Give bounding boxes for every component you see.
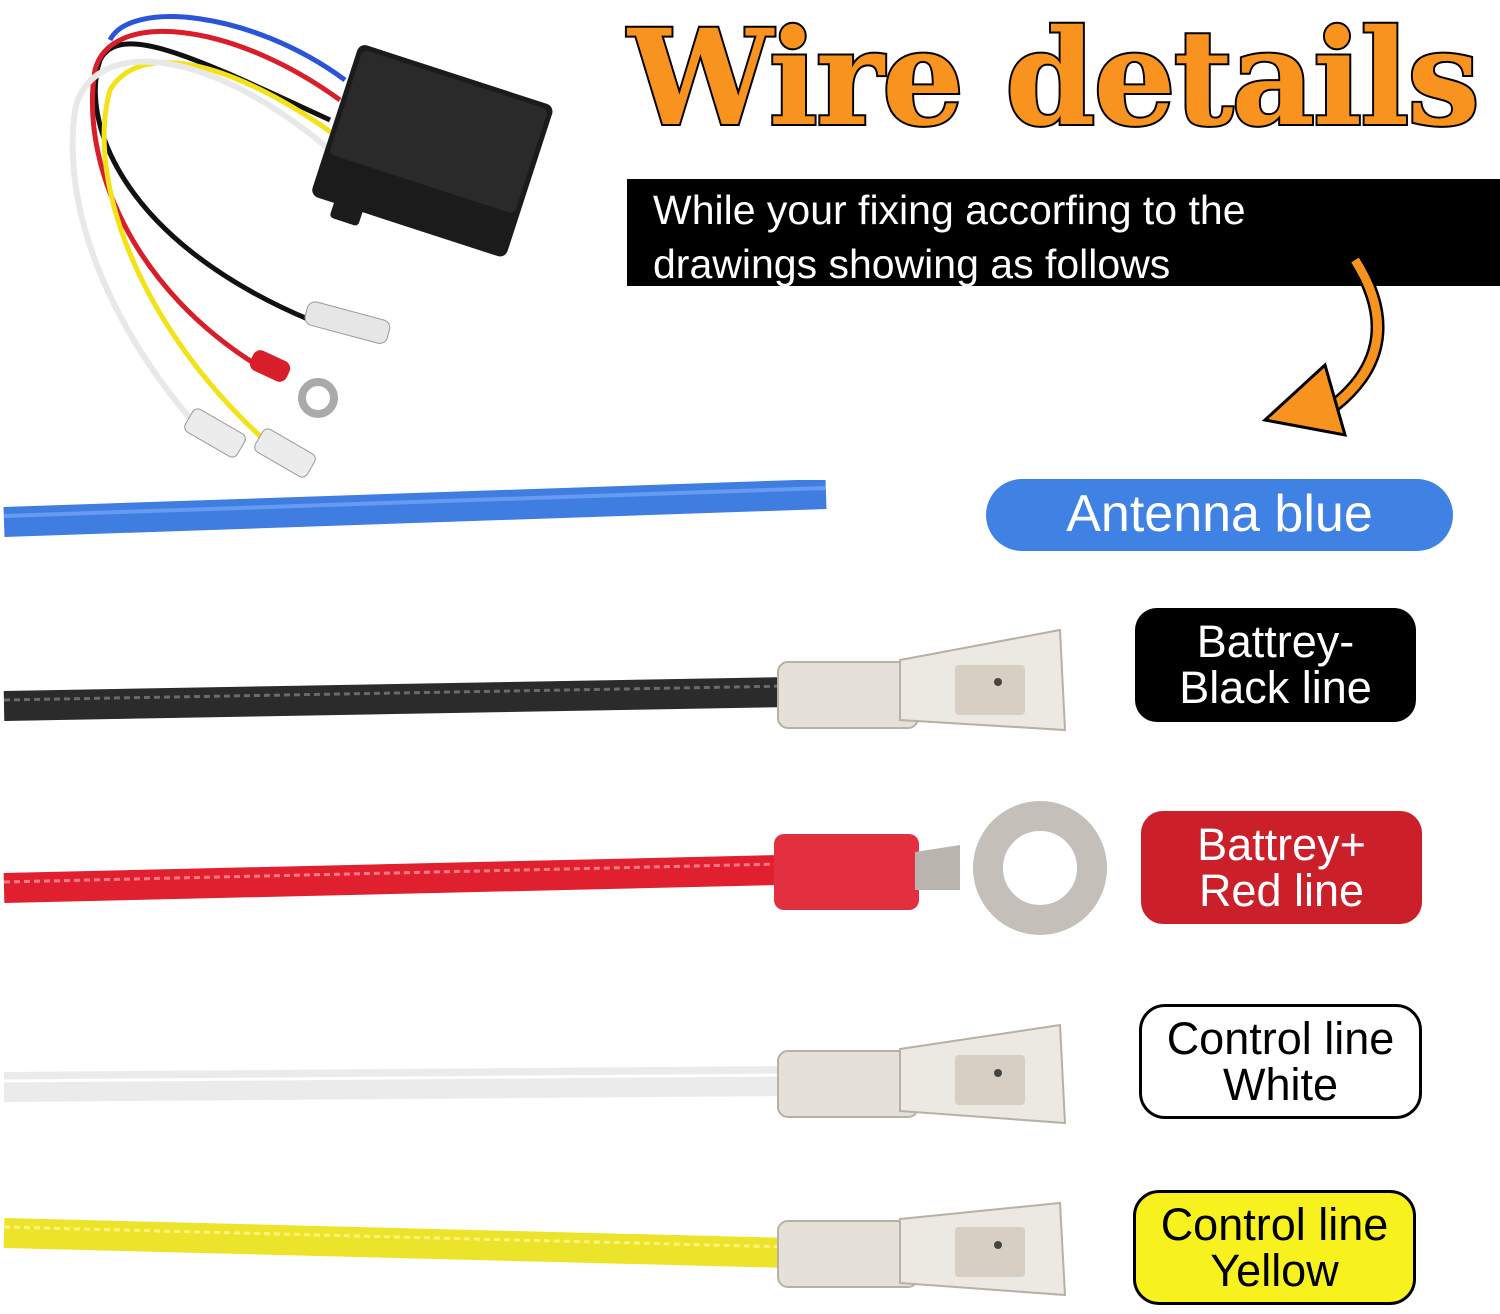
antenna-wire-image — [3, 480, 827, 537]
label-antenna-blue: Antenna blue — [986, 479, 1453, 551]
label-control-white: Control line White — [1139, 1004, 1422, 1119]
subtitle-text: While your fixing accorfing to the drawi… — [653, 183, 1480, 291]
label-red-line-1: Battrey+ — [1197, 818, 1366, 870]
label-battery-positive-red: Battrey+ Red line — [1141, 811, 1422, 924]
subtitle-banner: While your fixing accorfing to the drawi… — [627, 179, 1500, 287]
subtitle-line-2: drawings showing as follows — [653, 241, 1171, 287]
receiver-module-image — [69, 14, 553, 478]
label-white-line-2: White — [1222, 1058, 1339, 1110]
label-yellow-line-2: Yellow — [1210, 1244, 1339, 1296]
white-wire-image — [3, 1023, 1067, 1125]
label-antenna-blue-text: Antenna blue — [1066, 485, 1373, 544]
label-battery-negative-black: Battrey- Black line — [1135, 608, 1416, 722]
page-title-text: Wire details — [626, 6, 1478, 156]
label-red-line-2: Red line — [1198, 864, 1365, 916]
red-wire-image — [3, 801, 1107, 935]
label-yellow-line-1: Control line — [1160, 1198, 1389, 1250]
label-black-line-1: Battrey- — [1196, 616, 1355, 668]
label-white-line-1: Control line — [1166, 1012, 1395, 1064]
yellow-wire-image — [3, 1201, 1067, 1297]
black-wire-image — [3, 628, 1067, 732]
page-title: Wire details — [624, 6, 1482, 156]
label-black-line-2: Black line — [1179, 662, 1372, 713]
subtitle-line-1: While your fixing accorfing to the — [653, 187, 1246, 233]
curved-arrow-down-icon — [1261, 256, 1385, 437]
label-control-yellow: Control line Yellow — [1133, 1190, 1416, 1305]
